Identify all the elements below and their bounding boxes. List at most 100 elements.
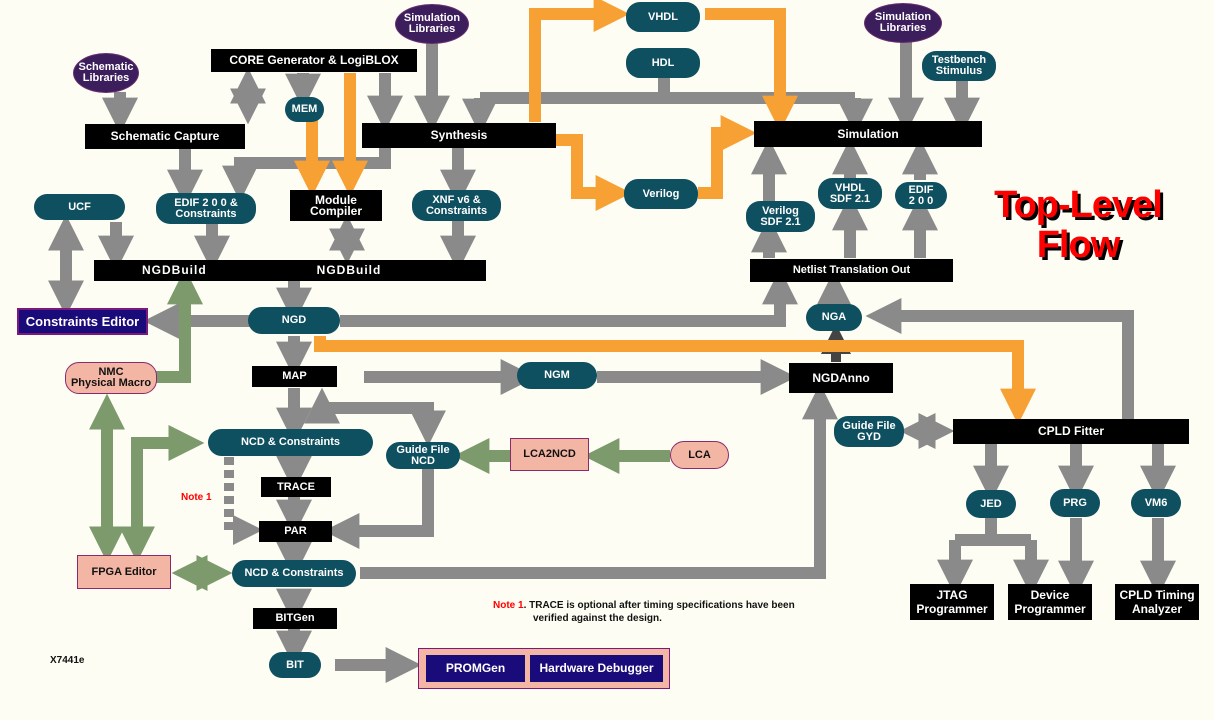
ngm-node[interactable]: NGM (517, 362, 597, 389)
node-label: UCF (68, 200, 91, 213)
mem-node[interactable]: MEM (285, 97, 324, 122)
map-node[interactable]: MAP (252, 366, 337, 387)
hardware-debugger-node[interactable]: Hardware Debugger (530, 655, 663, 682)
node-label: PROMGen (445, 661, 506, 675)
node-label: XNF v6 & Constraints (425, 193, 488, 217)
arrow-ncd-to-par-optional (224, 457, 263, 545)
node-label: Synthesis (430, 128, 488, 142)
verilog-sdf-node[interactable]: Verilog SDF 2.1 (746, 201, 815, 232)
netlist-translation-node[interactable]: Netlist Translation Out (750, 259, 953, 282)
edif-constraints-node[interactable]: EDIF 2 0 0 & Constraints (156, 193, 256, 224)
node-label: Module Compiler (309, 192, 362, 218)
fpga-editor-node[interactable]: FPGA Editor (77, 555, 171, 589)
arrow-guide-map (304, 387, 446, 447)
node-label: Device Programmer (1014, 588, 1086, 616)
node-label: LCA (688, 448, 711, 461)
nga-node[interactable]: NGA (806, 304, 862, 331)
programming-tools-group: PROMGen Hardware Debugger (418, 648, 670, 689)
node-label: Verilog (642, 187, 680, 200)
jed-node[interactable]: JED (966, 490, 1016, 518)
verilog-node[interactable]: Verilog (624, 179, 698, 209)
arrow-ncd2-to-ngdanno (360, 383, 838, 579)
xnf-constraints-node[interactable]: XNF v6 & Constraints (412, 190, 501, 221)
node-label: LCA2NCD (523, 448, 576, 460)
jtag-programmer-node[interactable]: JTAG Programmer (910, 584, 994, 620)
promgen-node[interactable]: PROMGen (426, 655, 525, 682)
testbench-stimulus-node[interactable]: Testbench Stimulus (922, 51, 996, 81)
node-label: NGA (821, 311, 847, 323)
bit-node[interactable]: BIT (269, 652, 321, 678)
node-label: Verilog SDF 2.1 (760, 204, 801, 228)
simulation-libraries-right-node[interactable]: Simulation Libraries (864, 3, 942, 43)
node-label: CPLD Timing Analyzer (1119, 588, 1195, 616)
guide-file-ncd-node[interactable]: Guide File NCD (386, 442, 460, 469)
node-label: JED (980, 497, 1002, 510)
arrow-jed-split (955, 518, 1031, 546)
node-label: NGM (544, 369, 570, 381)
title-line-2: Flow (1036, 224, 1121, 266)
vm6-node[interactable]: VM6 (1131, 489, 1181, 517)
node-label: VM6 (1144, 496, 1168, 509)
node-label: Guide File GYD (842, 419, 896, 443)
arrow-synthesis-to-verilog (556, 134, 632, 211)
schematic-libraries-node[interactable]: Schematic Libraries (73, 53, 139, 93)
cpld-timing-analyzer-node[interactable]: CPLD Timing Analyzer (1115, 584, 1199, 620)
vhdl-node[interactable]: VHDL (626, 2, 700, 32)
vhdl-sdf-node[interactable]: VHDL SDF 2.1 (818, 178, 882, 209)
module-compiler-node[interactable]: Module Compiler (290, 190, 382, 221)
cpld-fitter-node[interactable]: CPLD Fitter (953, 419, 1189, 444)
node-label: Schematic Capture (110, 129, 220, 143)
device-programmer-node[interactable]: Device Programmer (1008, 584, 1092, 620)
node-label: PAR (284, 525, 307, 537)
trace-node[interactable]: TRACE (261, 477, 331, 497)
node-label: NMC Physical Macro (70, 366, 152, 389)
bitgen-node[interactable]: BITGen (253, 608, 337, 629)
arrow-cpld-to-nga (865, 298, 1134, 420)
note-1-text: Note 1. TRACE is optional after timing s… (493, 600, 795, 611)
arrow-verilog-to-simulation (698, 115, 757, 199)
node-label: HDL (651, 56, 675, 69)
ngdbuild-node[interactable]: NGDBuild NGDBuild (94, 260, 486, 281)
node-label: Hardware Debugger (539, 661, 654, 675)
ncd-constraints-2-node[interactable]: NCD & Constraints (232, 560, 356, 587)
node-label: NCD & Constraints (240, 436, 340, 448)
prg-node[interactable]: PRG (1050, 489, 1100, 517)
core-generator-node[interactable]: CORE Generator & LogiBLOX (211, 49, 417, 72)
node-label: NGDAnno (812, 370, 870, 385)
edif-200-node[interactable]: EDIF 2 0 0 (895, 182, 947, 209)
node-label: MAP (282, 370, 307, 382)
arrow-ngd-to-netlist (340, 268, 798, 327)
hdl-node[interactable]: HDL (626, 48, 700, 78)
node-label: EDIF 2 0 0 (908, 183, 934, 207)
figure-id: X7441e (50, 655, 85, 666)
guide-file-gyd-node[interactable]: Guide File GYD (834, 416, 904, 447)
lca2ncd-node[interactable]: LCA2NCD (510, 438, 589, 471)
lca-node[interactable]: LCA (670, 441, 729, 469)
title-line-1: Top-Level (994, 184, 1163, 226)
arrow-fpga-ncd (119, 425, 205, 563)
node-label: MEM (291, 103, 318, 115)
node-label: VHDL SDF 2.1 (829, 181, 871, 205)
ncd-constraints-node[interactable]: NCD & Constraints (208, 429, 373, 456)
node-label: Simulation Libraries (403, 12, 461, 35)
node-label: BIT (286, 658, 304, 671)
simulation-node[interactable]: Simulation (754, 121, 982, 147)
node-label: NCD & Constraints (244, 567, 344, 579)
arrow-synthesis-to-vhdl (529, 0, 630, 122)
ngdanno-node[interactable]: NGDAnno (789, 363, 893, 393)
simulation-libraries-left-node[interactable]: Simulation Libraries (395, 4, 469, 44)
node-label: Constraints Editor (25, 314, 140, 329)
node-label: Guide File NCD (396, 443, 450, 467)
par-node[interactable]: PAR (259, 521, 332, 542)
node-label: VHDL (648, 10, 678, 23)
schematic-capture-node[interactable]: Schematic Capture (85, 124, 245, 149)
note-label: Note 1 (493, 600, 524, 611)
node-label: TRACE (277, 480, 315, 493)
synthesis-node[interactable]: Synthesis (362, 123, 556, 148)
ucf-node[interactable]: UCF (34, 194, 125, 220)
nmc-physical-macro-node[interactable]: NMC Physical Macro (65, 362, 157, 394)
node-label: Netlist Translation Out (792, 264, 911, 276)
constraints-editor-node[interactable]: Constraints Editor (17, 308, 148, 335)
ngd-node[interactable]: NGD (248, 307, 340, 334)
